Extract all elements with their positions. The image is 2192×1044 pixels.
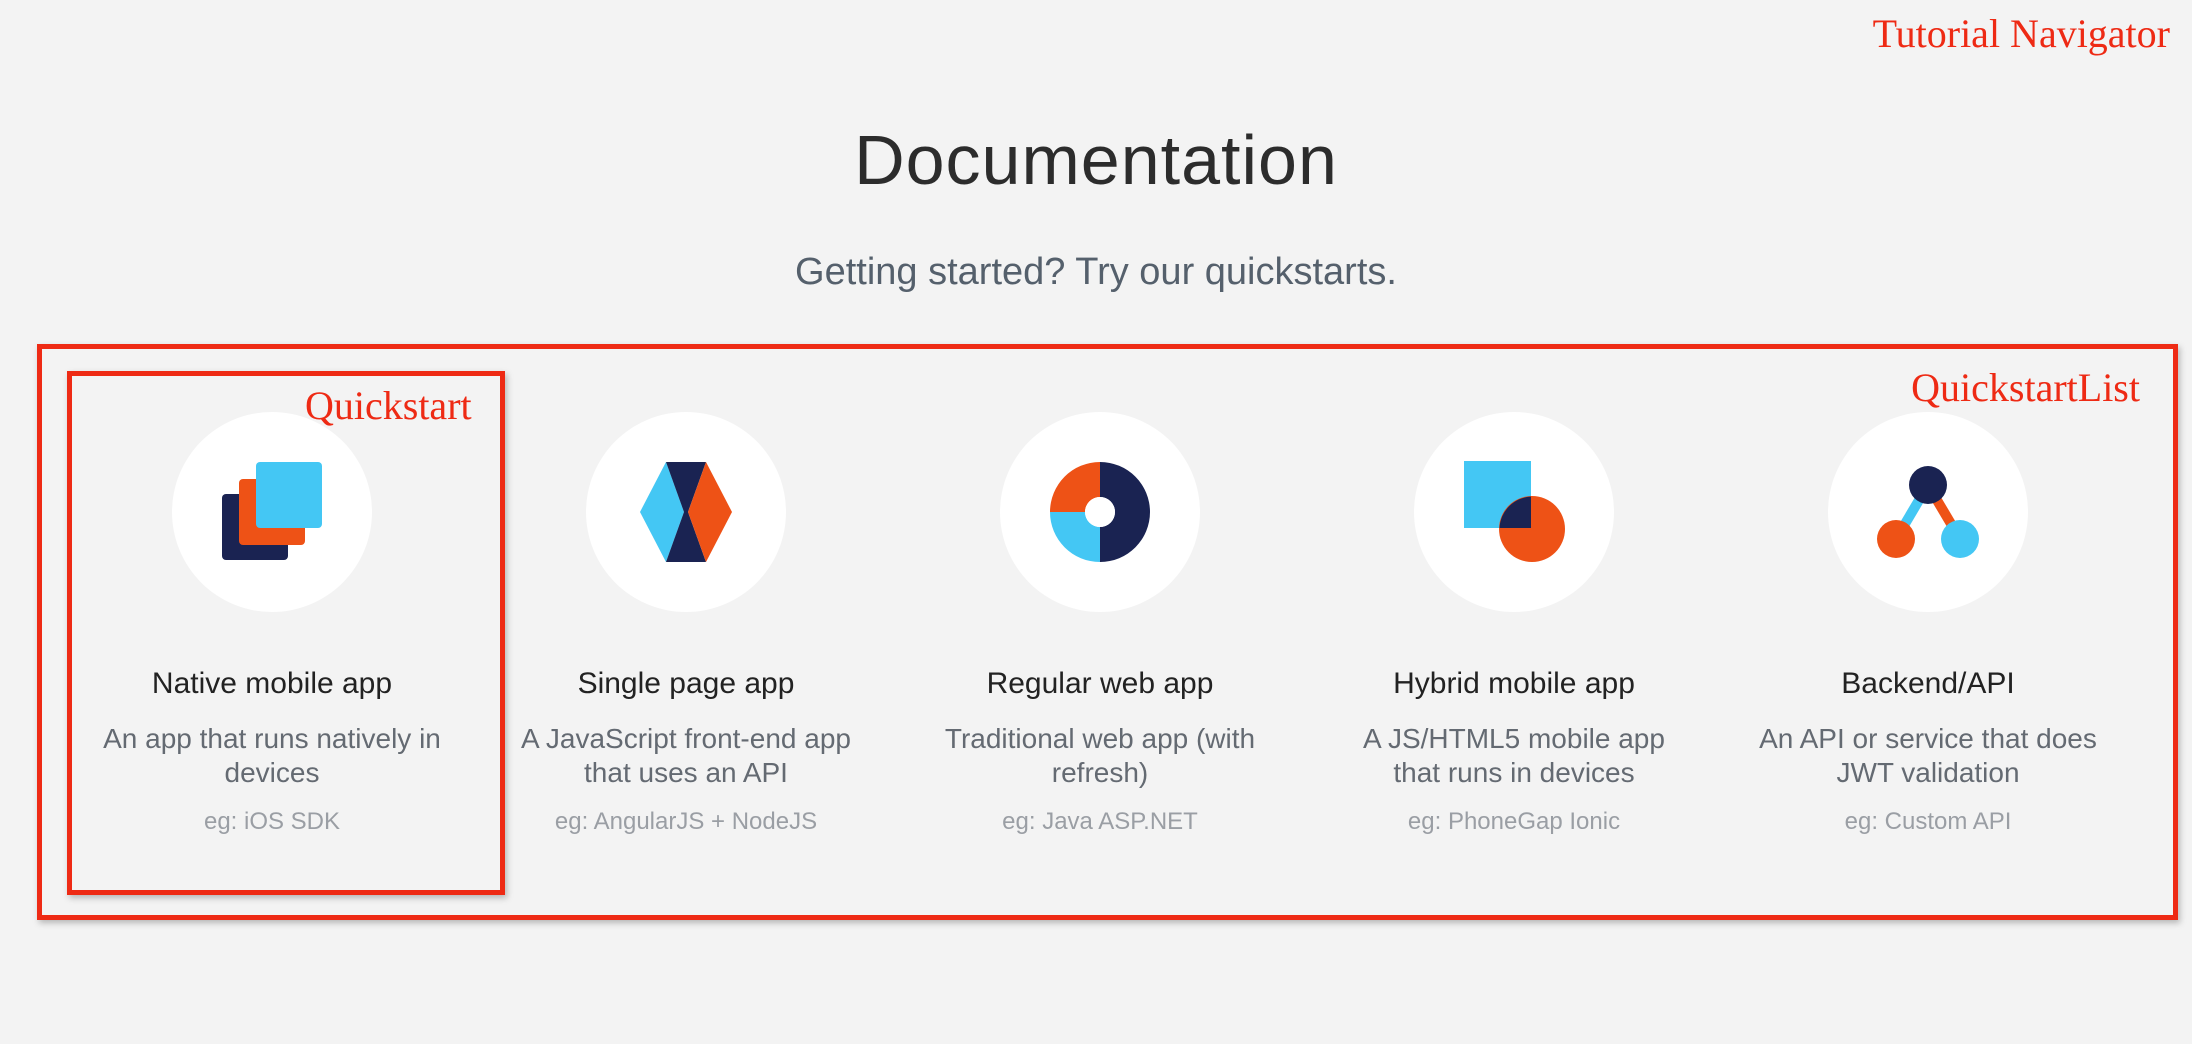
icon-circle <box>172 412 372 612</box>
quickstart-example: eg: Custom API <box>1844 808 2012 835</box>
quickstart-example: eg: AngularJS + NodeJS <box>554 808 818 835</box>
quickstart-description: A JavaScript front-end app that uses an … <box>521 723 851 788</box>
quickstart-description: An app that runs natively in devices <box>103 723 441 788</box>
page-subtitle: Getting started? Try our quickstarts. <box>795 251 1397 293</box>
native-mobile-app-icon <box>222 462 322 560</box>
hybrid-mobile-app-icon <box>1464 461 1565 562</box>
icon-circle <box>1000 412 1200 612</box>
backend-api-icon <box>1877 466 1979 558</box>
quickstart-outline <box>67 371 505 895</box>
quickstart-single-page-app[interactable]: Single page app A JavaScript front-end a… <box>496 412 876 837</box>
icon-circle <box>1414 412 1614 612</box>
tutorial-navigator-annotation: Tutorial Navigator <box>1872 11 2170 56</box>
quickstart-description: Traditional web app (with refresh) <box>944 723 1256 788</box>
icon-circle <box>586 412 786 612</box>
quickstart-annotation: Quickstart <box>305 383 472 428</box>
quickstart-backend-api[interactable]: Backend/API An API or service that does … <box>1738 412 2118 837</box>
quickstart-description: An API or service that does JWT validati… <box>1759 723 2097 788</box>
regular-web-app-icon <box>1050 462 1150 562</box>
quickstart-name: Native mobile app <box>151 667 393 700</box>
icon-circle <box>1828 412 2028 612</box>
quickstart-description: A JS/HTML5 mobile app that runs in devic… <box>1363 723 1665 788</box>
quickstart-example: eg: PhoneGap Ionic <box>1407 808 1621 835</box>
quickstart-name: Regular web app <box>986 667 1214 700</box>
single-page-app-icon <box>640 462 732 562</box>
quickstart-name: Backend/API <box>1841 667 2015 700</box>
quickstart-native-mobile-app[interactable]: Native mobile app An app that runs nativ… <box>82 412 462 837</box>
page-title: Documentation <box>854 121 1338 199</box>
quickstart-list-outline <box>37 344 2178 920</box>
quickstart-example: eg: Java ASP.NET <box>1002 808 1198 835</box>
quickstart-example: eg: iOS SDK <box>203 808 341 835</box>
quickstart-hybrid-mobile-app[interactable]: Hybrid mobile app A JS/HTML5 mobile app … <box>1324 412 1704 837</box>
quickstart-list-annotation: QuickstartList <box>1911 365 2140 410</box>
quickstart-regular-web-app[interactable]: Regular web app Traditional web app (wit… <box>910 412 1290 837</box>
quickstart-name: Hybrid mobile app <box>1393 667 1635 700</box>
quickstart-name: Single page app <box>577 667 795 700</box>
